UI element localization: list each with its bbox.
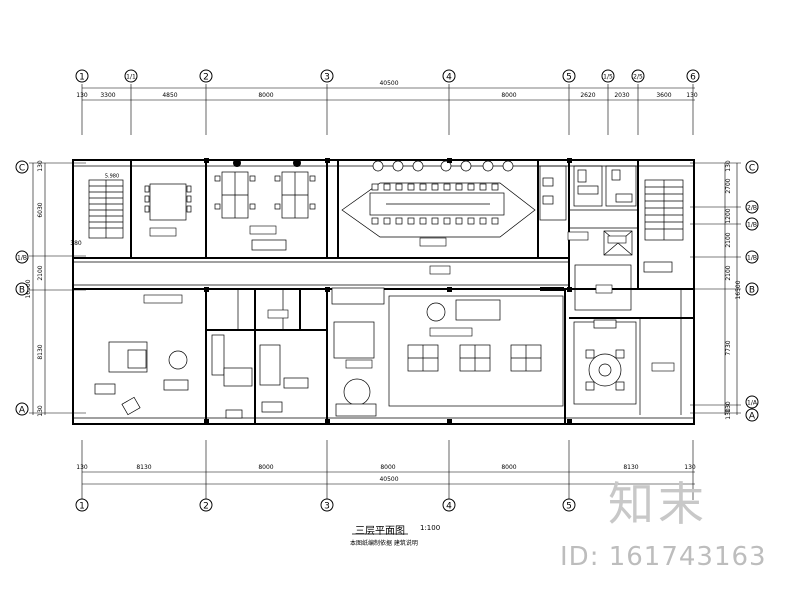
small-offices — [211, 309, 309, 419]
axis-right-1B-b: 1/B — [747, 255, 757, 262]
bottom-dim-5: 8130 — [623, 464, 638, 471]
top-dim-4: 8000 — [501, 92, 516, 99]
right-dim-0: 130 — [725, 160, 732, 172]
upper-office-desks — [214, 159, 316, 251]
axis-left-C: C — [19, 164, 25, 174]
watermark-logo: 知末 — [608, 477, 708, 531]
axis-top-1-1: 1/1 — [126, 74, 136, 81]
axis-bottom-1: 1 — [79, 502, 85, 512]
bottom-dim-2: 8000 — [258, 464, 273, 471]
right-dimension-chain: 16500 130 2700 1200 2100 2100 7730 130 1… — [690, 160, 742, 420]
lower-room-partitions — [205, 289, 694, 424]
axis-top-4: 4 — [446, 73, 452, 83]
axis-left-1B: 1/B — [17, 255, 27, 262]
axis-top-2-5: 2/5 — [633, 74, 643, 81]
right-dim-1: 2700 — [725, 178, 732, 193]
right-dim-6: 130 — [725, 401, 732, 413]
left-dim-3: 2100 — [37, 265, 44, 280]
upper-room-partitions — [130, 160, 639, 289]
left-dimension-chain: 16500 130 6030 380 2100 8130 130 — [25, 160, 86, 417]
axis-top-5: 5 — [566, 73, 572, 83]
axis-right-2B: 2/B — [747, 205, 757, 212]
right-axis-bubbles: C 2/B 1/B 1/B B 1/A A — [745, 160, 759, 422]
axis-right-C: C — [749, 164, 755, 174]
axis-top-3: 3 — [324, 73, 330, 83]
right-dim-7: 130 — [725, 408, 732, 420]
left-dim-4: 8130 — [37, 344, 44, 359]
drawing-title: 三层平面图 — [355, 526, 405, 537]
left-stair: 5.980 — [88, 174, 124, 239]
executive-office — [94, 294, 189, 416]
top-overall-dimension: 40500 — [379, 80, 398, 87]
left-dim-5: 130 — [37, 405, 44, 417]
axis-bottom-5: 5 — [566, 502, 572, 512]
left-dim-2: 380 — [70, 240, 82, 247]
reception-area — [574, 261, 673, 311]
top-dim-1: 3300 — [100, 92, 115, 99]
right-stair — [644, 179, 684, 241]
boardroom — [341, 160, 536, 247]
right-dim-2: 1200 — [725, 208, 732, 223]
round-meeting-room — [573, 319, 675, 405]
drawing-subtitle: 本图纸编制依据 建筑说明 — [350, 540, 418, 547]
axis-right-B: B — [749, 286, 755, 296]
left-axis-bubbles: C 1/B B A — [15, 160, 29, 416]
bottom-dim-6: 130 — [684, 464, 696, 471]
small-meeting-room — [144, 183, 192, 237]
top-dim-2: 4850 — [162, 92, 177, 99]
axis-right-1A: 1/A — [747, 400, 758, 407]
structural-columns — [204, 158, 572, 424]
top-dim-7: 3600 — [656, 92, 671, 99]
bottom-dimension-chain: 130 8130 8000 8000 8000 8130 130 40500 — [76, 440, 696, 500]
drawing-scale: 1:100 — [420, 524, 441, 532]
top-dimension-chain: 40500 130 3300 4850 8000 8000 2620 2030 … — [76, 80, 698, 135]
axis-left-A: A — [19, 406, 26, 416]
left-dim-0: 130 — [37, 160, 44, 172]
bottom-dim-4: 8000 — [501, 464, 516, 471]
service-block — [429, 165, 637, 275]
axis-top-1-5: 1/5 — [603, 74, 613, 81]
right-dim-3: 2100 — [725, 232, 732, 247]
axis-bottom-4: 4 — [446, 502, 452, 512]
bottom-dim-3: 8000 — [380, 464, 395, 471]
bottom-dim-1: 8130 — [136, 464, 151, 471]
right-dim-4: 2100 — [725, 265, 732, 280]
lower-open-office — [388, 295, 564, 407]
axis-top-6: 6 — [690, 73, 696, 83]
top-dim-8: 130 — [686, 92, 698, 99]
axis-left-B: B — [19, 286, 25, 296]
left-dim-1: 6030 — [37, 202, 44, 217]
top-dim-6: 2030 — [614, 92, 629, 99]
watermark-id: ID: 161743163 — [560, 542, 767, 572]
axis-bottom-3: 3 — [324, 502, 330, 512]
stair-elevation: 5.980 — [105, 174, 119, 180]
right-overall-dimension: 16500 — [735, 280, 742, 299]
axis-top-2: 2 — [203, 73, 209, 83]
bottom-overall-dimension: 40500 — [379, 476, 398, 483]
bottom-axis-bubbles: 1 2 3 4 5 — [75, 498, 576, 512]
axis-right-A: A — [749, 412, 756, 422]
bottom-dim-0: 130 — [76, 464, 88, 471]
axis-right-1B-a: 1/B — [747, 222, 757, 229]
top-dim-5: 2620 — [580, 92, 595, 99]
lounge — [331, 287, 385, 417]
axis-bottom-2: 2 — [203, 502, 209, 512]
axis-top-1: 1 — [79, 73, 85, 83]
right-dim-5: 7730 — [725, 340, 732, 355]
left-overall-dimension: 16500 — [25, 279, 32, 298]
top-dim-3: 8000 — [258, 92, 273, 99]
top-axis-bubbles: 1 1/1 2 3 4 5 1/5 2/5 6 — [75, 69, 700, 83]
